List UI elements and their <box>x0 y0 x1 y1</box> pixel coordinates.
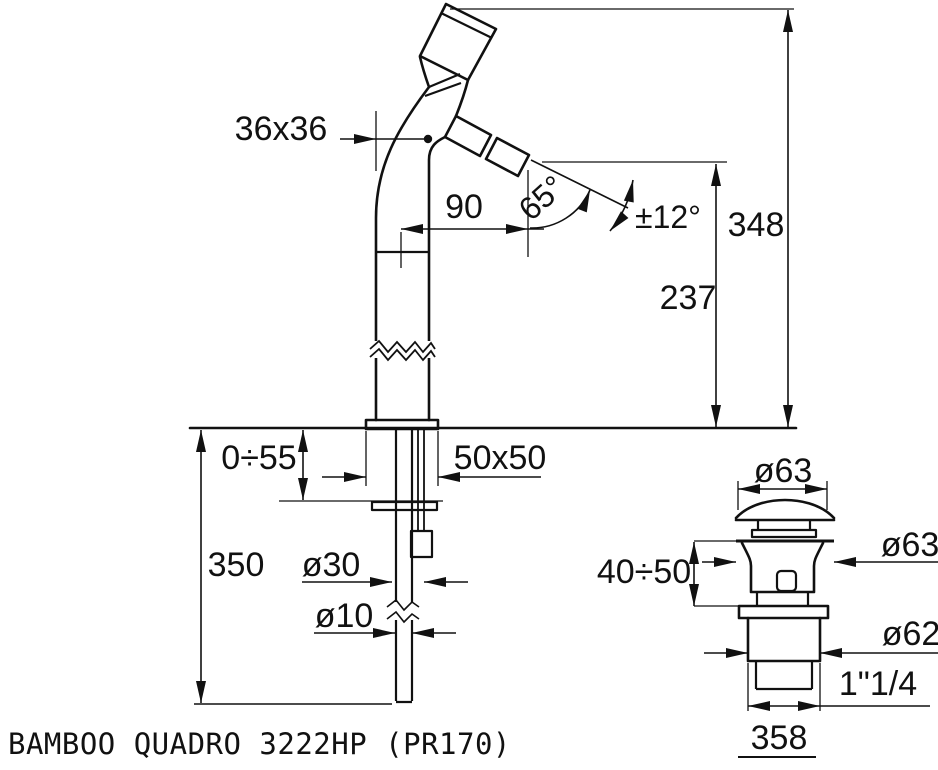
pipe-break-symbol <box>386 610 420 624</box>
dim-height-total: 348 <box>728 206 785 244</box>
reference-dot <box>423 134 433 144</box>
dim-thread-size: 1"1/4 <box>839 665 917 703</box>
drain-thread-shank <box>746 616 822 663</box>
dim-spout-reach: 90 <box>445 188 483 226</box>
aerator-tip <box>484 136 531 178</box>
dim-nut-diameter: ø62 <box>882 615 938 653</box>
dim-shank-diameter: ø30 <box>302 546 361 584</box>
base-flange <box>364 418 440 431</box>
dim-deck-range: 0÷55 <box>221 439 296 477</box>
dim-cap-diameter: ø63 <box>754 452 813 490</box>
body-left-edge <box>374 85 431 422</box>
fixing-rod <box>417 429 425 531</box>
neck-left-edge <box>418 55 431 89</box>
dim-height-spout: 237 <box>660 279 717 317</box>
spout-nozzle <box>443 114 493 158</box>
faucet-drawing <box>188 2 798 704</box>
supply-pipe <box>394 429 414 704</box>
drawing-title: BAMBOO QUADRO 3222HP (PR170) <box>8 727 511 761</box>
drain-tailpiece <box>754 661 814 691</box>
dim-body-diameter: ø63 <box>881 526 938 564</box>
break-symbol <box>369 339 436 354</box>
drain-overflow-window <box>775 569 798 593</box>
break-symbol <box>369 347 436 362</box>
drain-cap-stem <box>756 520 812 530</box>
body-right-edge <box>427 135 447 422</box>
drain-part-code: 358 <box>751 719 808 757</box>
dim-under-length: 350 <box>208 546 265 584</box>
pipe-break-symbol <box>386 598 420 612</box>
body-front-edge <box>454 78 470 118</box>
drain-cap-dome <box>734 498 836 520</box>
dim-swivel-range: ±12° <box>635 199 701 235</box>
handle-cap-line <box>440 12 493 39</box>
drain-drawing <box>734 498 836 691</box>
drain-body-neck <box>755 592 810 606</box>
dim-base-plate: 50x50 <box>454 439 547 477</box>
drain-cap-plate <box>750 528 818 539</box>
drain-dimensions: ø63 40÷50 ø63 ø62 1"1/4 358 <box>597 452 938 758</box>
dim-body-section: 36x36 <box>235 110 328 148</box>
dim-pipe-diameter: ø10 <box>315 597 374 635</box>
clamp-plate <box>370 500 439 512</box>
dim-height-range: 40÷50 <box>597 553 691 591</box>
drain-flange <box>737 604 830 620</box>
fixing-nut <box>409 529 434 559</box>
collar-lines <box>424 72 462 98</box>
handle-lever <box>418 2 498 82</box>
